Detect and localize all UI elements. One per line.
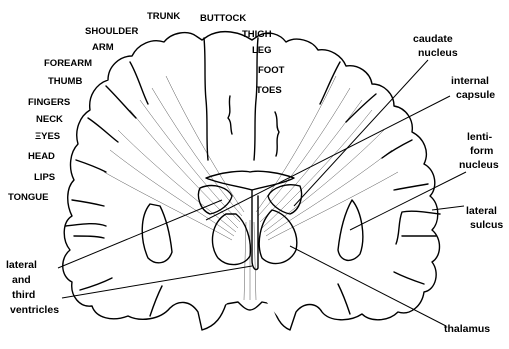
label-foot: FOOT — [258, 65, 285, 76]
label-tongue: TONGUE — [8, 192, 48, 203]
label-neck: NECK — [36, 114, 63, 125]
label-ventricles-2: and — [12, 274, 31, 286]
label-ventricles-1: lateral — [6, 259, 37, 271]
label-buttock: BUTTOCK — [200, 13, 246, 24]
label-lentiform-1: lenti- — [467, 131, 493, 143]
label-shoulder: SHOULDER — [85, 26, 138, 37]
label-eyes: ΞYES — [35, 131, 60, 142]
label-trunk: TRUNK — [147, 11, 180, 22]
label-thigh: THIGH — [242, 29, 272, 40]
label-toes: TOES — [256, 85, 282, 96]
label-internal-capsule-1: internal — [451, 75, 489, 87]
cortex — [63, 32, 440, 330]
label-arm: ARM — [92, 42, 114, 53]
label-ventricles-3: third — [12, 289, 35, 301]
label-internal-capsule-2: capsule — [456, 89, 495, 101]
label-leg: LEG — [252, 45, 272, 56]
label-forearm: FOREARM — [44, 58, 92, 69]
label-caudate-2: nucleus — [418, 47, 458, 59]
white-matter — [84, 58, 387, 322]
label-thalamus: thalamus — [444, 323, 490, 335]
label-caudate-1: caudate — [413, 33, 453, 45]
label-head: HEAD — [28, 151, 55, 162]
label-lentiform-2: form — [470, 145, 493, 157]
label-thumb: THUMB — [48, 76, 82, 87]
label-lentiform-3: nucleus — [459, 159, 499, 171]
label-fingers: FINGERS — [28, 97, 70, 108]
label-lips: LIPS — [34, 172, 55, 183]
label-lateral-sulcus-2: sulcus — [470, 219, 503, 231]
label-lateral-sulcus-1: lateral — [466, 205, 497, 217]
label-ventricles-4: ventricles — [10, 304, 59, 316]
